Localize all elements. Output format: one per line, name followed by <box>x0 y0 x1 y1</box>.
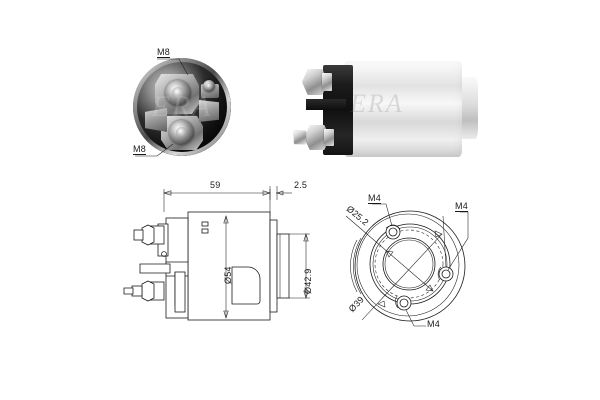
m4-top-right-label: M4 <box>455 201 468 212</box>
right-connector-tab <box>199 100 219 122</box>
flange-drawing-geometry <box>345 203 469 327</box>
side-view-photo: ERA <box>292 55 482 163</box>
lower-terminal-post <box>294 131 306 144</box>
lower-m8-stud <box>169 120 194 145</box>
side-drawing-geometry <box>123 186 310 321</box>
m4-top-left-label: M4 <box>368 193 381 204</box>
m8-top-leader <box>157 58 189 76</box>
dimension-diameter-42-9: Ø42.9 <box>303 268 313 294</box>
lower-terminal-washer <box>324 129 334 146</box>
solenoid-cylinder-body <box>344 61 462 157</box>
dimension-diameter-54: Ø54 <box>223 266 233 284</box>
m4-bottom-label: M4 <box>427 319 440 329</box>
upper-terminal-washer <box>322 73 332 91</box>
m8-top-label: M8 <box>157 47 170 58</box>
upper-terminal-strap <box>306 99 346 110</box>
side-section-drawing: 59 2.5 Ø54 Ø42.9 <box>120 172 320 332</box>
dimension-thickness-2-5: 2.5 <box>294 180 308 190</box>
left-connector-tab <box>145 108 167 132</box>
signal-terminal-stud <box>203 80 215 92</box>
m8-bottom-label: M8 <box>133 144 146 155</box>
upper-m8-stud <box>165 80 191 106</box>
flange-end-view-drawing: M4 M4 M4 Ø25.2 Ø39 <box>330 188 495 338</box>
front-view-photo: ERA <box>133 58 231 156</box>
dimension-length-59: 59 <box>210 180 221 190</box>
m8-bottom-leader <box>135 143 174 157</box>
